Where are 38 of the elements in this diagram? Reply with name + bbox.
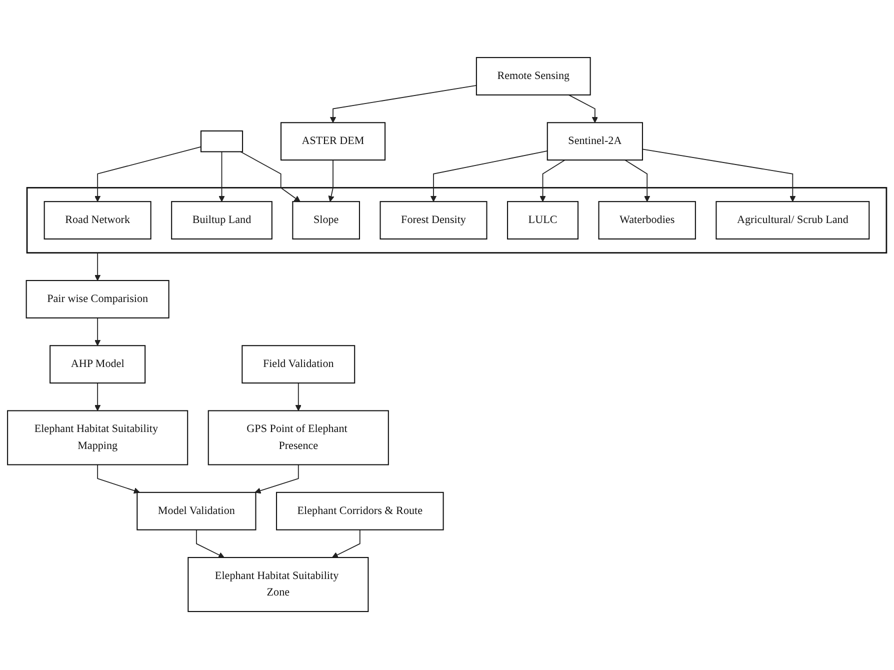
node-box: Elephant Habitat Suitability Zone [188, 557, 369, 612]
cluster [26, 188, 888, 254]
node-box: Builtup Land [171, 202, 272, 240]
arrow [94, 383, 101, 412]
arrow [97, 464, 140, 494]
arrow [330, 86, 477, 124]
arrow [332, 530, 360, 558]
arrow [94, 318, 101, 346]
node-box: AHP Model [50, 346, 146, 384]
node-box: Elephant Corridors & Route [276, 492, 444, 531]
node-box: Slope [292, 202, 360, 240]
arrow [94, 146, 202, 202]
node-box: Agricultural/ Scrub Land [716, 202, 870, 240]
node-box: Elephant Habitat Suitability Mapping [7, 410, 188, 466]
node-box: Model Validation [136, 492, 256, 531]
arrow [328, 160, 334, 202]
arrow [568, 94, 598, 124]
arrow [94, 252, 101, 282]
node-box: Forest Density [380, 202, 488, 240]
node-box: LULC [507, 202, 579, 240]
arrow [196, 530, 224, 558]
arrow [240, 152, 300, 202]
node-box: Remote Sensing [476, 57, 591, 96]
node-box: Pair wise Comparision [26, 280, 170, 319]
node-box: Field Validation [242, 346, 356, 384]
arrow [430, 150, 548, 202]
node-box: Road Network [44, 202, 152, 240]
node-box: ASTER DEM [280, 122, 386, 162]
arrow [624, 160, 650, 202]
arrow [254, 464, 299, 494]
arrow [218, 152, 225, 202]
arrow [642, 149, 796, 202]
node-box: Sentinel-2A [546, 122, 643, 162]
node-box [200, 130, 244, 153]
node-box: Waterbodies [598, 202, 696, 240]
arrow [295, 383, 302, 412]
arrow [540, 160, 566, 202]
node-box: GPS Point of Elephant Presence [208, 410, 389, 466]
